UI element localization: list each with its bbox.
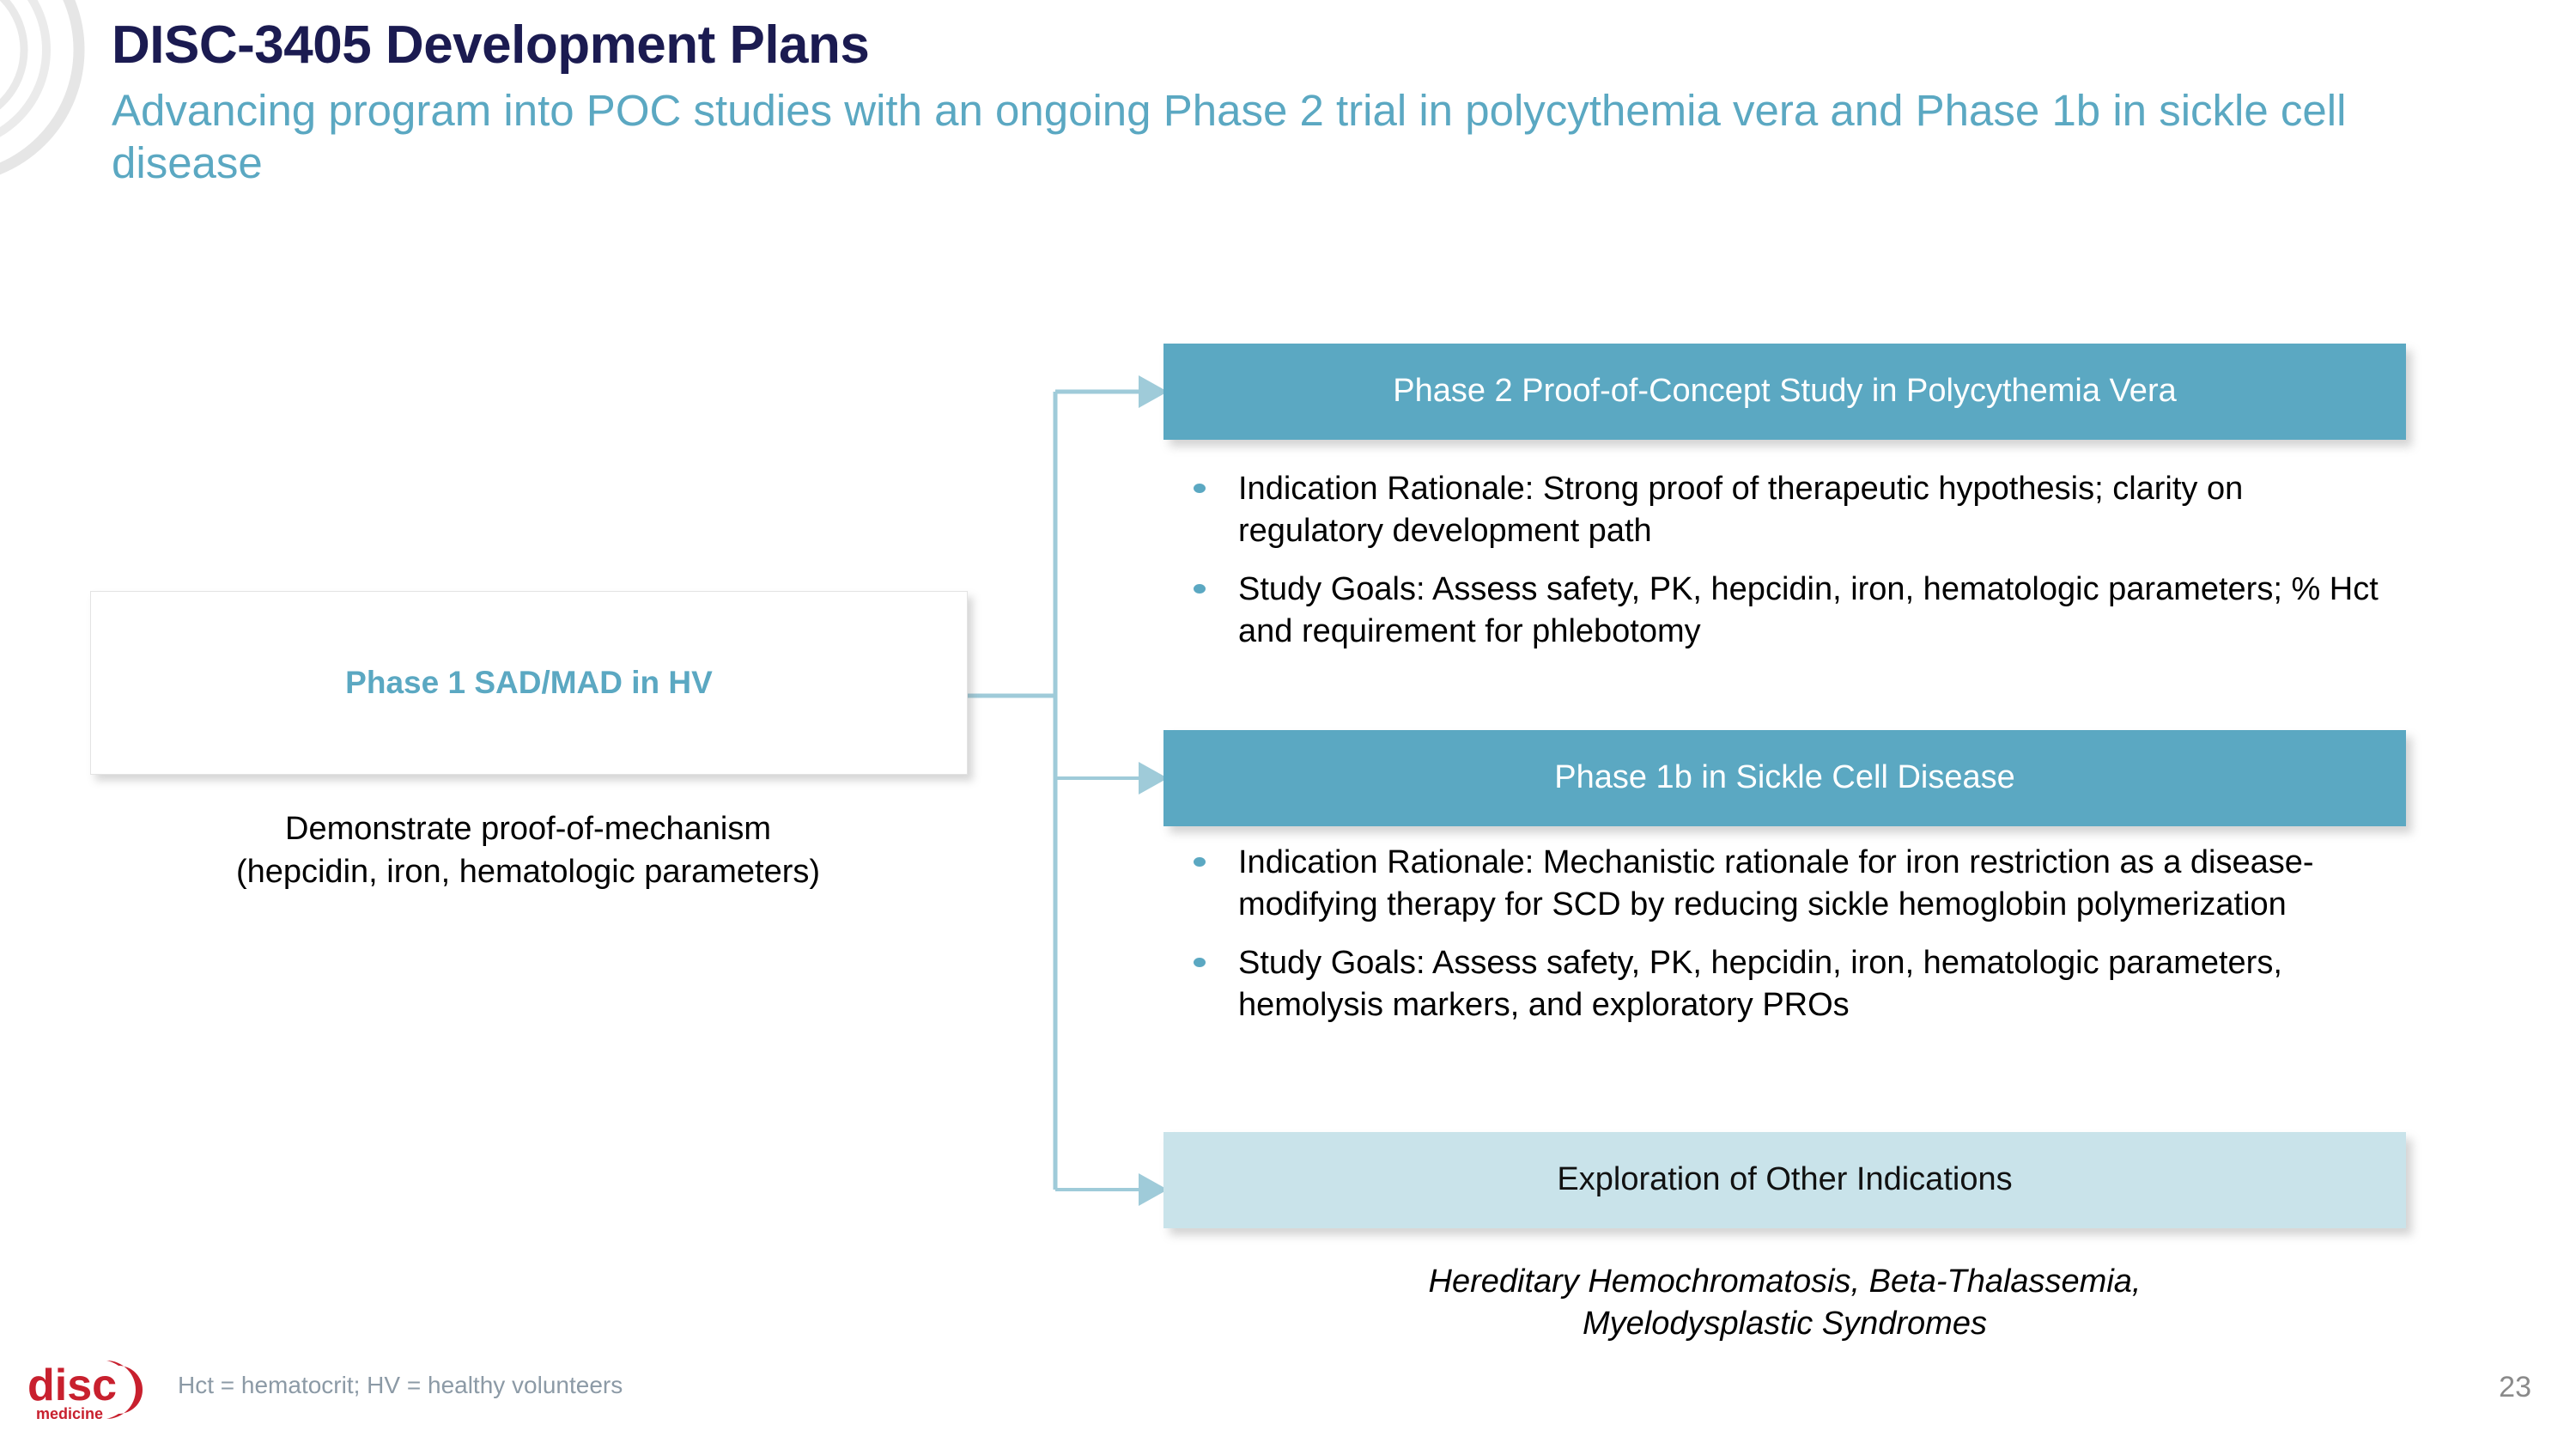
track-title-polycythemia-vera: Phase 2 Proof-of-Concept Study in Polycy… (1393, 373, 2177, 410)
phase-1-caption-line-1: Demonstrate proof-of-mechanism (285, 811, 771, 847)
list-item: Study Goals: Assess safety, PK, hepcidin… (1185, 569, 2439, 654)
list-item: Indication Rationale: Mechanistic ration… (1185, 842, 2439, 927)
slide-header: DISC-3405 Development Plans Advancing pr… (112, 15, 2430, 189)
phase-1-caption-line-2: (hepcidin, iron, hematologic parameters) (235, 854, 821, 891)
list-item: Indication Rationale: Strong proof of th… (1185, 468, 2439, 553)
track-title-sickle-cell-disease: Phase 1b in Sickle Cell Disease (1554, 759, 2015, 796)
bullet-dot-icon (1194, 857, 1206, 867)
disc-medicine-logo: disc medicine (27, 1361, 143, 1422)
page-title: DISC-3405 Development Plans (112, 15, 870, 75)
svg-text:disc: disc (27, 1361, 117, 1410)
footnote-text: Hct = hematocrit; HV = healthy volunteer… (178, 1372, 623, 1398)
bullet-text: Study Goals: Assess safety, PK, hepcidin… (1238, 570, 2379, 650)
track-header-sickle-cell-disease[interactable]: Phase 1b in Sickle Cell Disease (1163, 730, 2406, 826)
bullet-text: Indication Rationale: Mechanistic ration… (1238, 844, 2314, 923)
track-bullets-polycythemia-vera: Indication Rationale: Strong proof of th… (1185, 468, 2439, 669)
track-title-other-indications: Exploration of Other Indications (1557, 1161, 2013, 1198)
other-indications-caption: Hereditary Hemochromatosis, Beta-Thalass… (1163, 1261, 2406, 1346)
bullet-text: Indication Rationale: Strong proof of th… (1238, 471, 2244, 550)
track-header-polycythemia-vera[interactable]: Phase 2 Proof-of-Concept Study in Polycy… (1163, 344, 2406, 440)
page-number: 23 (2499, 1371, 2531, 1403)
page-subtitle: Advancing program into POC studies with … (112, 86, 2347, 187)
bullet-dot-icon (1194, 957, 1206, 967)
bullet-dot-icon (1194, 583, 1206, 594)
phase-1-label: Phase 1 SAD/MAD in HV (345, 665, 713, 700)
svg-text:medicine: medicine (36, 1405, 103, 1422)
phase-1-caption: Demonstrate proof-of-mechanism (hepcidin… (90, 807, 966, 893)
phase-1-card[interactable]: Phase 1 SAD/MAD in HV (90, 591, 968, 775)
bullet-dot-icon (1194, 484, 1206, 493)
other-indications-caption-line-1: Hereditary Hemochromatosis, Beta-Thalass… (1428, 1263, 2142, 1300)
other-indications-caption-line-2: Myelodysplastic Syndromes (1583, 1306, 1987, 1342)
bullet-text: Study Goals: Assess safety, PK, hepcidin… (1238, 944, 2282, 1024)
track-header-other-indications[interactable]: Exploration of Other Indications (1163, 1132, 2406, 1228)
track-bullets-sickle-cell-disease: Indication Rationale: Mechanistic ration… (1185, 842, 2439, 1043)
list-item: Study Goals: Assess safety, PK, hepcidin… (1185, 942, 2439, 1027)
